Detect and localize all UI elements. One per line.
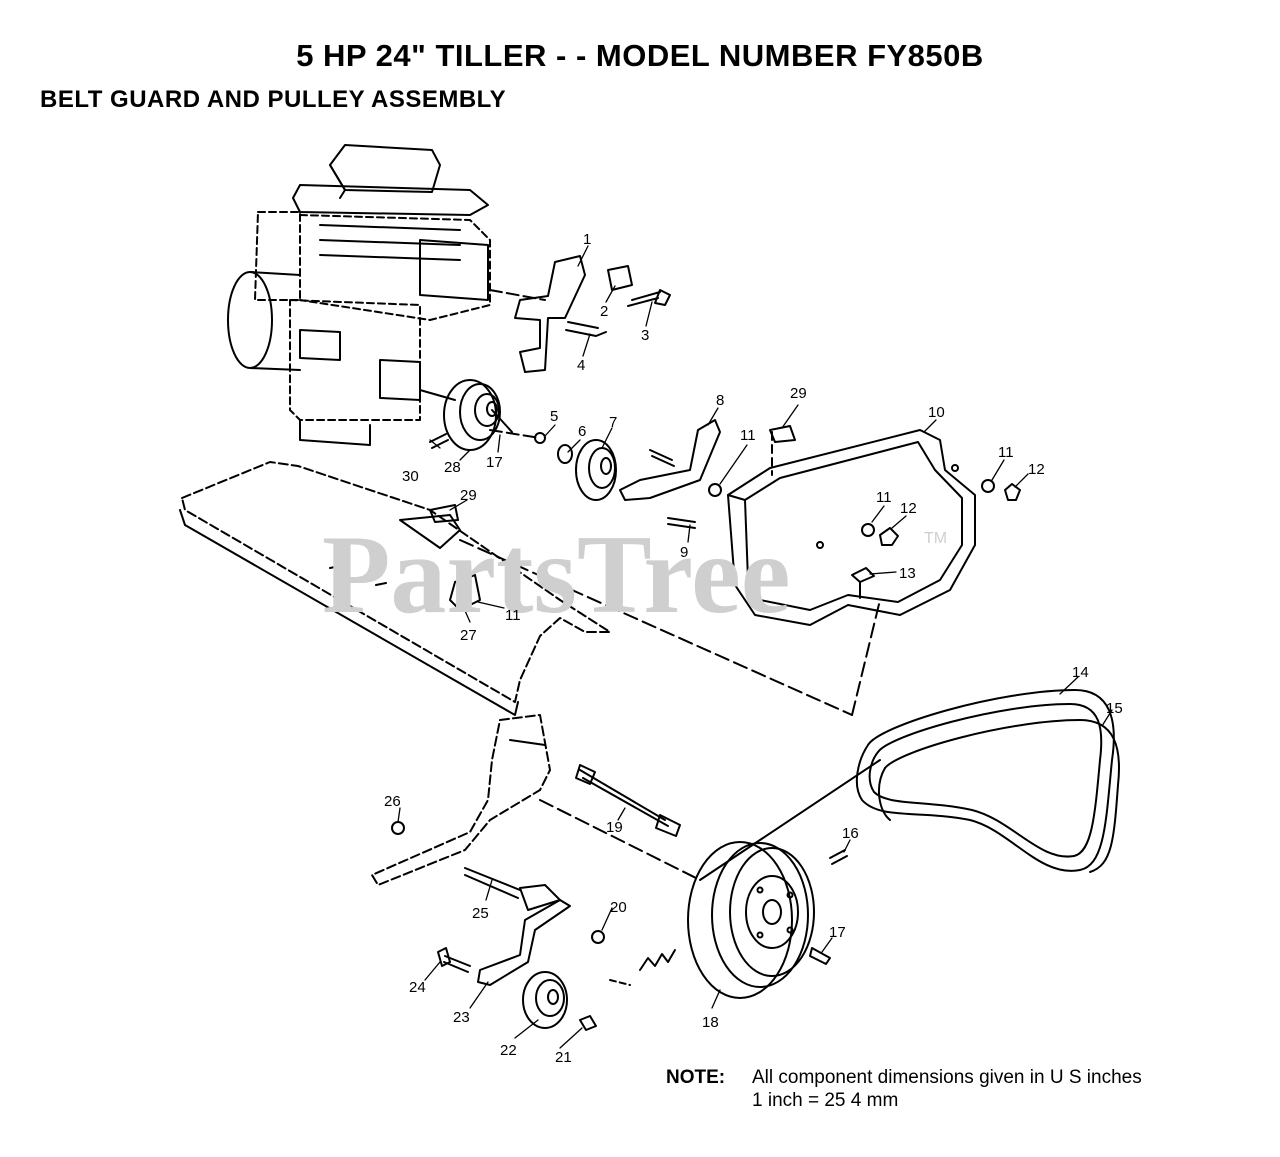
- dimension-note: NOTE: All component dimensions given in U…: [666, 1066, 1142, 1112]
- callout-26: 26: [384, 793, 401, 810]
- idler-bracket-part: [437, 899, 676, 1031]
- belt-guard-part: [708, 425, 1021, 626]
- callout-23: 23: [453, 1009, 470, 1026]
- callout-24: 24: [409, 979, 426, 996]
- callout-22: 22: [500, 1042, 517, 1059]
- drive-belts-part: [855, 689, 1120, 873]
- callout-11-shield: 11: [505, 607, 521, 624]
- large-pulley-part: [687, 841, 848, 999]
- engine-drawing: [227, 144, 491, 446]
- callout-17-upper: 17: [486, 454, 503, 471]
- note-line-2: 1 inch = 25 4 mm: [752, 1090, 899, 1111]
- callout-11-guard-left: 11: [740, 427, 756, 444]
- callout-9: 9: [680, 544, 688, 561]
- callout-25: 25: [472, 905, 489, 922]
- callout-29-shield: 29: [460, 487, 477, 504]
- mount-bracket-part: [489, 255, 671, 373]
- callout-28: 28: [444, 459, 461, 476]
- callout-20: 20: [610, 899, 627, 916]
- callout-16: 16: [842, 825, 859, 842]
- callout-5: 5: [550, 408, 558, 425]
- callout-1: 1: [583, 231, 591, 248]
- callout-14: 14: [1072, 664, 1089, 681]
- callout-18: 18: [702, 1014, 719, 1031]
- callout-17-lower: 17: [829, 924, 846, 941]
- note-line-1: All component dimensions given in U S in…: [752, 1067, 1142, 1088]
- engine-pulley-part: [429, 379, 513, 451]
- callout-10: 10: [928, 404, 945, 421]
- section-subtitle: BELT GUARD AND PULLEY ASSEMBLY: [40, 86, 507, 113]
- callout-29-guard: 29: [790, 385, 807, 402]
- callout-11-guard-center: 11: [876, 489, 892, 506]
- callout-2: 2: [600, 303, 608, 320]
- lower-bracket-part: [371, 714, 881, 911]
- callout-3: 3: [641, 327, 649, 344]
- leader-lines: [397, 245, 1113, 1049]
- note-label: NOTE:: [666, 1067, 726, 1088]
- callout-19: 19: [606, 819, 623, 836]
- callout-7: 7: [609, 414, 617, 431]
- callout-12-right: 12: [1028, 461, 1045, 478]
- callout-12-center: 12: [900, 500, 917, 517]
- watermark-trademark: TM: [924, 530, 947, 547]
- callout-13: 13: [899, 565, 916, 582]
- callout-8: 8: [716, 392, 724, 409]
- callout-15: 15: [1106, 700, 1123, 717]
- watermark-text: PartsTree: [322, 513, 791, 637]
- callout-11-guard-right: 11: [998, 444, 1014, 461]
- callout-30: 30: [402, 468, 419, 485]
- callout-numbers: 1 2 3 4 5 6 7 8 9 10 11 11 11 11 12 12 1…: [384, 231, 1123, 1066]
- tine-shield-part: [179, 461, 881, 716]
- callout-6: 6: [578, 423, 586, 440]
- idler-parts-group: [489, 419, 721, 529]
- callout-21: 21: [555, 1049, 572, 1066]
- page-title: 5 HP 24" TILLER - - MODEL NUMBER FY850B: [296, 38, 984, 73]
- callout-4: 4: [577, 357, 585, 374]
- callout-27: 27: [460, 627, 477, 644]
